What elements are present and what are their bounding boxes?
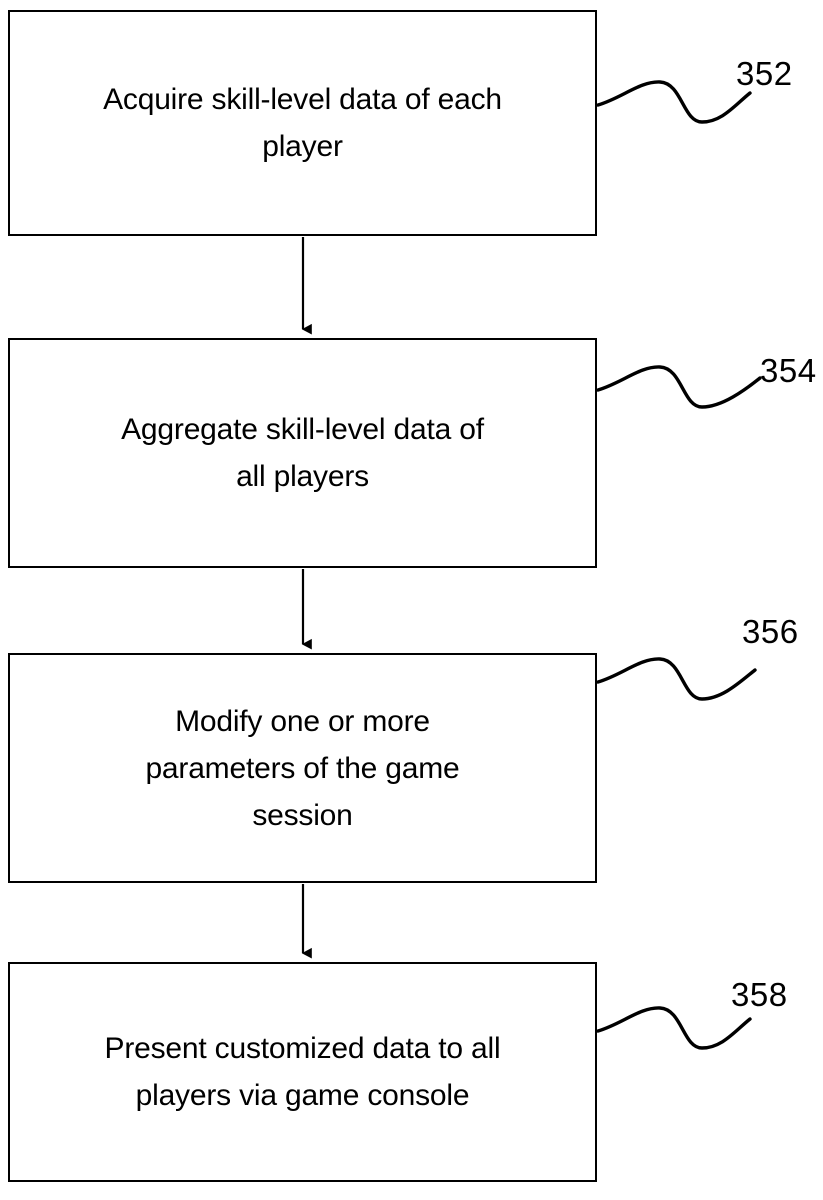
leader-line-352 [596, 80, 752, 124]
flowchart-box-modify: Modify one or more parameters of the gam… [8, 653, 597, 883]
reference-numeral-358: 358 [731, 976, 788, 1013]
reference-numeral-352: 352 [736, 55, 793, 92]
flowchart-box-aggregate-label: Aggregate skill-level data of all player… [121, 413, 484, 493]
leader-line-354 [596, 365, 762, 409]
flowchart-box-aggregate: Aggregate skill-level data of all player… [8, 338, 597, 568]
flowchart-box-acquire-label: Acquire skill-level data of each player [103, 83, 502, 163]
flowchart-box-present: Present customized data to all players v… [8, 962, 597, 1182]
reference-numeral-356: 356 [742, 613, 799, 650]
reference-numeral-354: 354 [760, 352, 817, 389]
leader-line-358 [596, 1006, 752, 1050]
flowchart-box-present-label: Present customized data to all players v… [104, 1032, 501, 1112]
leader-line-356 [596, 657, 757, 701]
flowchart-box-acquire: Acquire skill-level data of each player [8, 10, 597, 236]
flowchart-box-modify-label: Modify one or more parameters of the gam… [145, 704, 460, 832]
